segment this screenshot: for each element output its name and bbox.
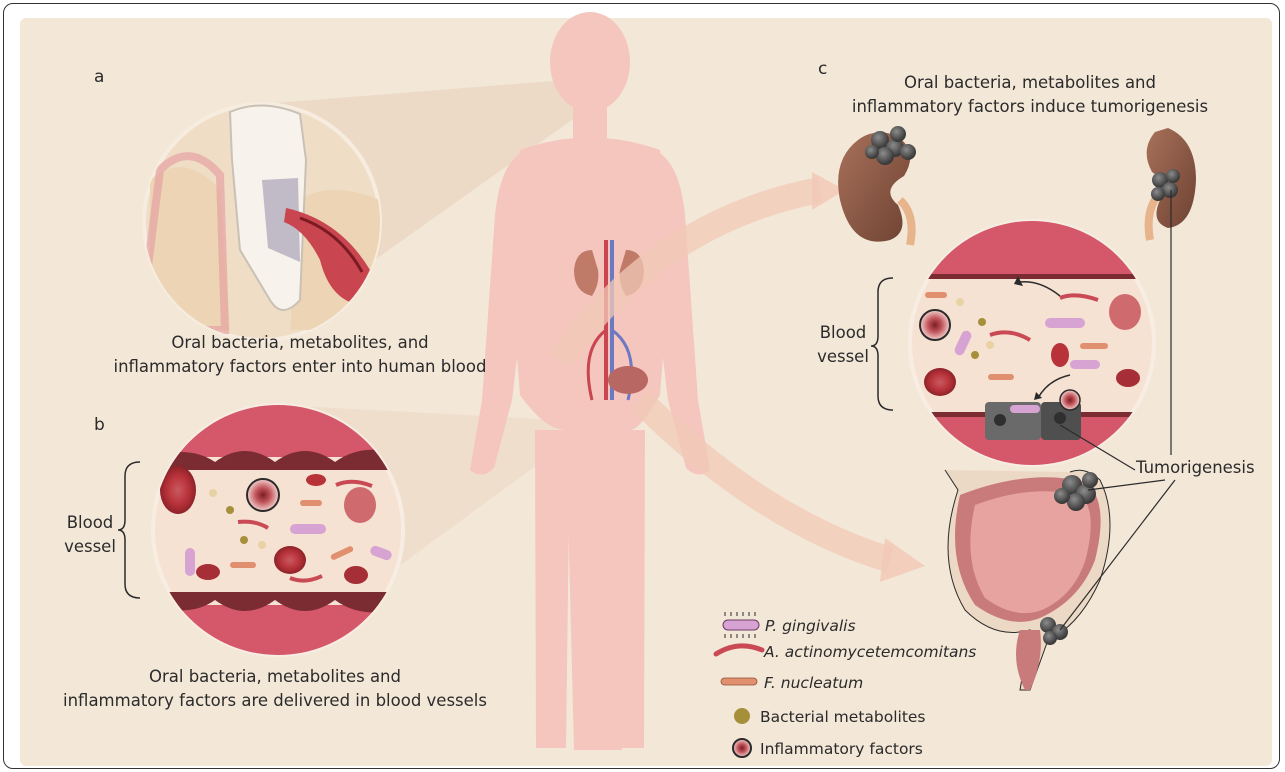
panel-c-letter: c [818,59,827,79]
legend-label-bacterial-metabolites: Bacterial metabolites [760,708,926,726]
f-nucleatum-icon [721,678,757,685]
panel-b-vessel-label-line2: vessel [64,537,116,556]
panel-c-vessel-label-line1: Blood [820,323,867,342]
panel-a-letter: a [94,67,104,87]
panel-b-caption-line1: Oral bacteria, metabolites and [149,667,401,686]
tumorigenesis-label: Tumorigenesis [1135,458,1255,477]
panel-b-caption-line2: inflammatory factors are delivered in bl… [63,691,487,710]
inflammatory-factor-icon [733,739,751,757]
legend-label-f-nucleatum: F. nucleatum [764,674,863,692]
panel-c-title-line1: Oral bacteria, metabolites and [904,73,1156,92]
panel-b-vessel-label-line1: Blood [67,513,114,532]
panel-c-vessel-label-line2: vessel [817,347,869,366]
legend-label-inflammatory-factors: Inflammatory factors [760,740,923,758]
panel-a-illustration [140,104,380,340]
metabolite-icon [734,708,750,724]
legend-label-a-actinomycetemcomitans: A. actinomycetemcomitans [763,643,976,661]
panel-c-title-line2: inflammatory factors induce tumorigenesi… [852,97,1208,116]
panel-b-letter: b [94,415,105,435]
legend-label-p-gingivalis: P. gingivalis [765,617,856,635]
panel-a-caption-line2: inflammatory factors enter into human bl… [114,357,487,376]
panel-a-caption-line1: Oral bacteria, metabolites, and [171,333,428,352]
